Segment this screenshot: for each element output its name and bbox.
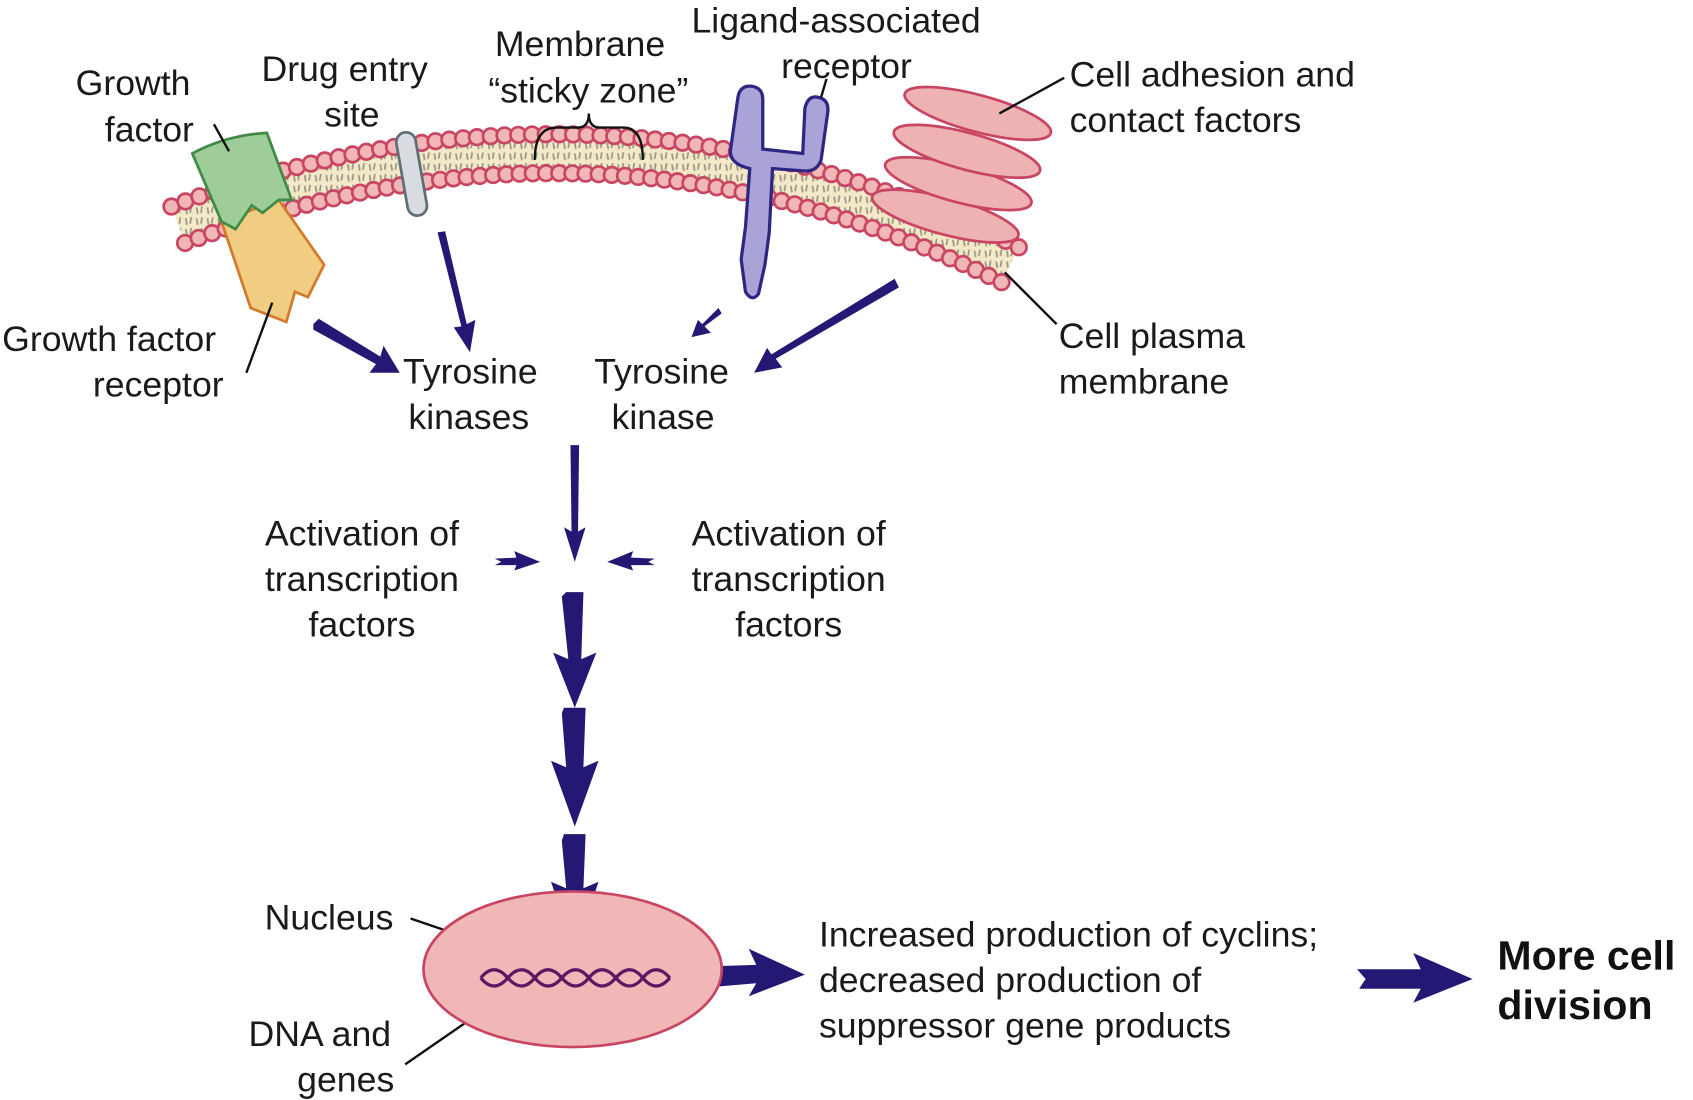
arrow-drug-to-tk xyxy=(437,231,476,353)
arrow-adhesion-to-tk xyxy=(754,278,899,373)
arrow-right-in xyxy=(607,551,655,571)
arrow-gf-to-tk xyxy=(313,318,400,373)
leader-adhesion xyxy=(998,76,1065,115)
arrow-cascade-1 xyxy=(553,592,597,708)
label-sticky-zone: Membrane“sticky zone” xyxy=(488,24,688,110)
adhesion-factors xyxy=(870,85,1053,244)
growth-factor-receptor-complex xyxy=(190,131,326,324)
leader-ligand xyxy=(819,78,828,98)
leader-plasma-membrane xyxy=(1003,271,1058,326)
ligand-associated-receptor xyxy=(728,84,830,300)
label-outcome: Increased production of cyclins;decrease… xyxy=(819,915,1318,1046)
signal-arrows xyxy=(313,231,1473,1003)
phospholipid-head xyxy=(1009,238,1028,257)
leader-growth-factor xyxy=(212,123,231,152)
dna-helix xyxy=(479,968,672,988)
drug-entry-site-channel xyxy=(394,130,429,217)
sticky-zone-bracket xyxy=(533,113,645,160)
phospholipid-head xyxy=(992,273,1011,292)
growth-factor-receptor xyxy=(219,198,326,324)
arrow-left-in xyxy=(494,551,541,571)
label-nucleus: Nucleus xyxy=(265,897,394,937)
arrow-tk-down xyxy=(563,445,586,562)
arrow-to-result xyxy=(1356,953,1473,1003)
leader-gf-receptor xyxy=(245,302,274,374)
growth-factor xyxy=(190,131,294,231)
arrow-ligand-to-tk xyxy=(691,307,722,338)
arrow-cascade-2 xyxy=(551,707,599,827)
